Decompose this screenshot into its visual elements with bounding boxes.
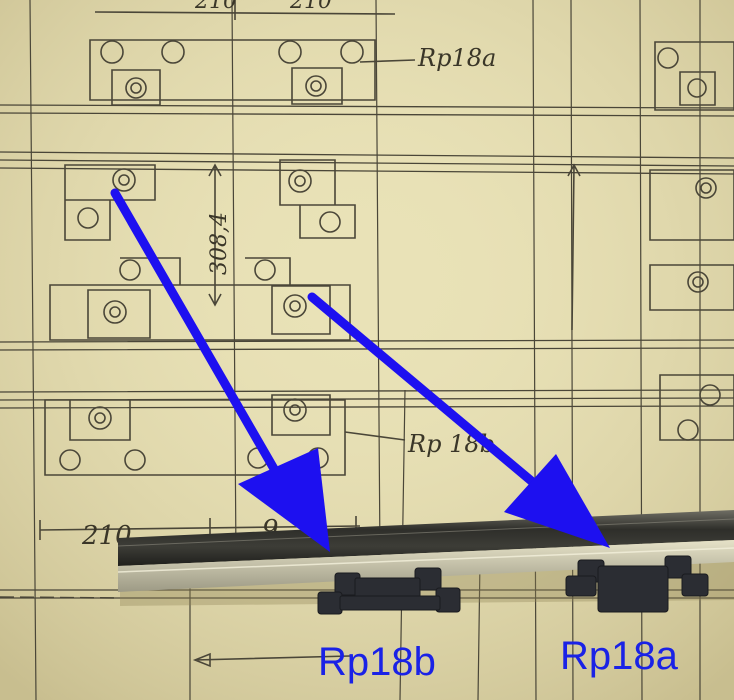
leader-line-bottom: [344, 431, 406, 441]
bottom-arrow-line: [192, 652, 351, 668]
arrow-to-rp18b: [110, 188, 330, 552]
tieplate-row3: [49, 257, 734, 341]
vertical-dimension-line: [208, 163, 222, 307]
tieplate-row2: [64, 159, 734, 241]
right-dimension-line: [567, 163, 581, 331]
callout-rp18a-drawing: Rp18a: [417, 44, 496, 72]
dimension-210-top-right: 210: [289, 0, 332, 14]
drawing-top-dimension: [94, 0, 396, 20]
clip-rp18a: [565, 555, 709, 613]
label-rp18a: Rp18a: [560, 634, 678, 678]
bottom-dimension-line: [39, 516, 361, 540]
clip-rp18b: [317, 567, 461, 615]
tieplate-row1: [89, 39, 734, 111]
arrow-to-rp18a: [307, 292, 610, 548]
rail-foot: [118, 540, 734, 592]
dash-line: [0, 596, 121, 599]
dimension-308-4: 308,4: [207, 212, 232, 275]
label-rp18b: Rp18b: [318, 640, 436, 684]
leader-line-top: [359, 59, 416, 63]
dimension-210-top-left: 210: [194, 0, 237, 14]
tieplate-row4: [44, 374, 734, 476]
